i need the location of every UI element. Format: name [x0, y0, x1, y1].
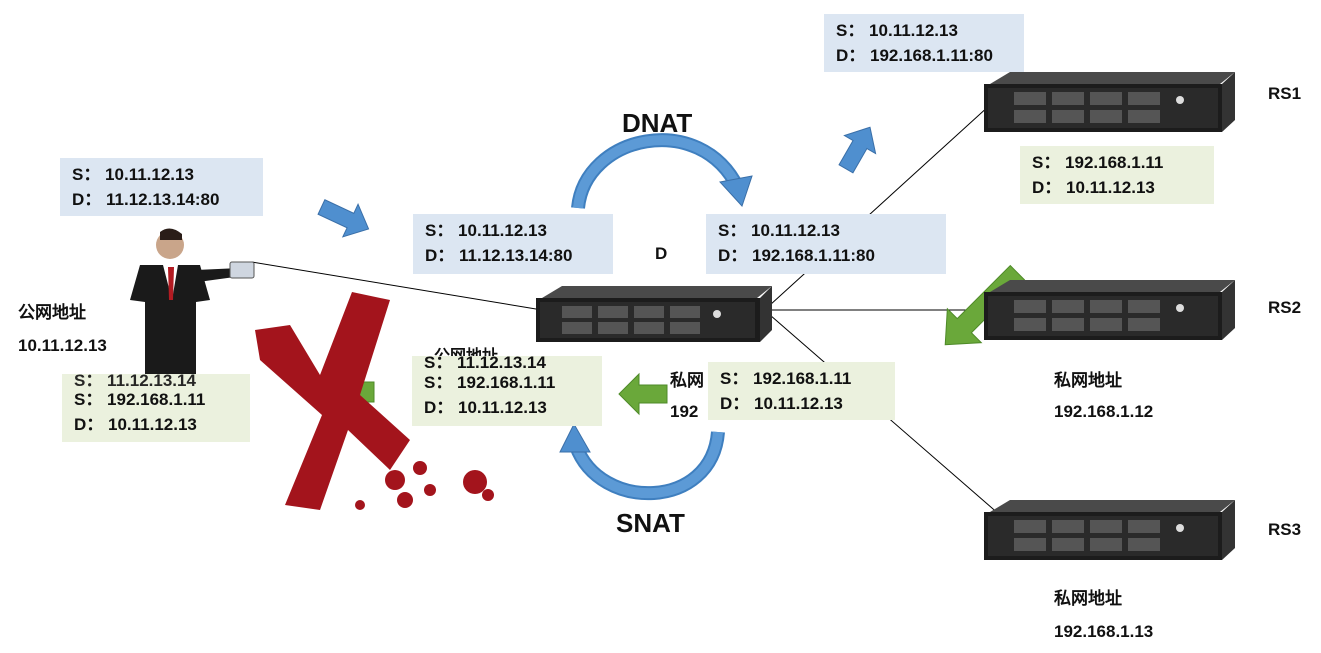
rs2-server-icon — [984, 280, 1235, 340]
rs1-reply-packet: S： 192.168.1.11 D： 10.11.12.13 — [1020, 146, 1214, 204]
client-request-packet: S： 10.11.12.13 D： 11.12.13.14:80 — [60, 158, 263, 216]
packet-destination: D： 192.168.1.11:80 — [836, 46, 993, 65]
packet-destination: D： 10.11.12.13 — [74, 415, 197, 434]
packet-source-hidden: S： 11.12.13.14 — [424, 356, 546, 370]
packet-source: S： 10.11.12.13 — [718, 221, 840, 240]
rs1-server — [980, 70, 1240, 136]
forward-arrow-icon — [838, 126, 877, 174]
packet-source: S： 192.168.1.11 — [424, 373, 556, 392]
packet-source: S： 192.168.1.11 — [74, 390, 206, 409]
rs1-server-icon — [984, 72, 1235, 132]
director-out-packet: S： 10.11.12.13 D： 192.168.1.11:80 — [706, 214, 946, 274]
rs3-server-icon — [984, 500, 1235, 560]
client-reply-packet: S： 11.12.13.14 S： 192.168.1.11 D： 10.11.… — [62, 374, 250, 442]
rs3-private-label: 私网地址 — [1054, 589, 1122, 608]
rs2-server — [980, 278, 1240, 344]
rs3-server — [980, 498, 1240, 564]
rs3-label: RS3 — [1268, 520, 1302, 539]
client-public-label: 公网地址 — [18, 303, 86, 322]
snat-label: SNAT — [616, 508, 685, 538]
director-server-icon — [536, 286, 772, 342]
packet-source: S： 192.168.1.11 — [720, 369, 852, 388]
director-reply-out-packet: S： 11.12.13.14 S： 192.168.1.11 D： 10.11.… — [412, 356, 602, 426]
packet-destination: D： 10.11.12.13 — [720, 394, 843, 413]
director-private-label: 私网 — [670, 371, 704, 390]
director-label: D — [655, 244, 668, 263]
packet-destination: D： 11.12.13.14:80 — [72, 190, 220, 209]
packet-destination: D： 10.11.12.13 — [424, 398, 547, 417]
snat-curve-arrow-icon — [559, 422, 725, 501]
request-arrow-icon — [317, 199, 370, 238]
rs2-private-label: 私网地址 — [1054, 371, 1122, 390]
client-user-icon — [130, 228, 255, 375]
dnat-label: DNAT — [622, 108, 693, 138]
rs2-label: RS2 — [1268, 298, 1302, 317]
packet-destination: D： 11.12.13.14:80 — [425, 246, 573, 265]
packet-destination: D： 192.168.1.11:80 — [718, 246, 875, 265]
blocked-cross-icon — [255, 292, 494, 510]
snat-reply-arrow-icon — [618, 372, 668, 416]
packet-source-hidden: S： 11.12.13.14 — [74, 374, 196, 387]
packet-source: S： 10.11.12.13 — [72, 165, 194, 184]
director-reply-in-packet: S： 192.168.1.11 D： 10.11.12.13 — [708, 362, 895, 420]
rs1-request-packet: S： 10.11.12.13 D： 192.168.1.11:80 — [824, 14, 1024, 72]
rs2-ip: 192.168.1.12 — [1054, 402, 1154, 421]
link-client-director — [251, 261, 543, 311]
packet-source: S： 192.168.1.11 — [1032, 153, 1164, 172]
rs1-label: RS1 — [1268, 84, 1302, 103]
director-private-ip: 192 — [670, 402, 699, 421]
packet-source: S： 10.11.12.13 — [425, 221, 547, 240]
client-ip: 10.11.12.13 — [18, 336, 107, 355]
packet-source: S： 10.11.12.13 — [836, 21, 958, 40]
director-in-packet: S： 10.11.12.13 D： 11.12.13.14:80 — [413, 214, 613, 274]
dnat-curve-arrow-icon — [571, 133, 753, 210]
rs3-ip: 192.168.1.13 — [1054, 622, 1154, 641]
packet-destination: D： 10.11.12.13 — [1032, 178, 1155, 197]
director-server — [532, 284, 777, 346]
link-director-rs1 — [769, 104, 991, 306]
